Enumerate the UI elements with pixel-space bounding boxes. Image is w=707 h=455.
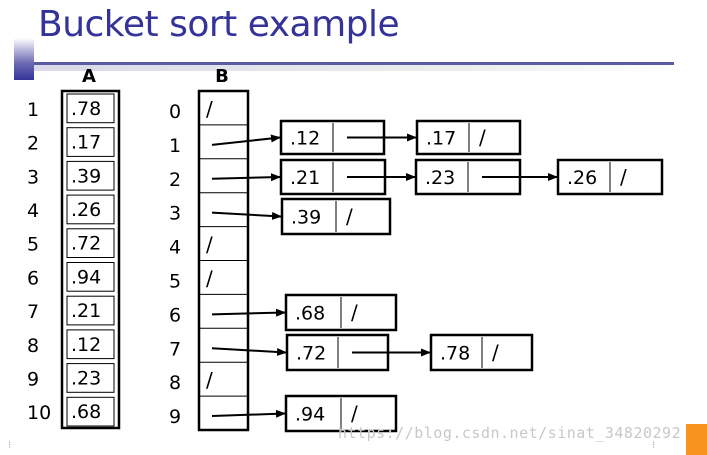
array-a-value: .68 <box>71 401 101 423</box>
array-a-value: .23 <box>71 367 101 389</box>
array-a-value: .26 <box>71 199 101 221</box>
array-a-cell <box>66 194 115 225</box>
array-a-index: 8 <box>27 335 39 357</box>
array-b-index: 6 <box>169 304 181 326</box>
array-b-index: 2 <box>169 169 181 191</box>
list-node-value: .72 <box>296 343 326 365</box>
list-node-value: .12 <box>290 128 320 150</box>
list-null-mark: / <box>620 165 627 189</box>
array-a-value: .72 <box>71 233 101 255</box>
list-node-value: .17 <box>426 128 456 150</box>
array-a-index: 9 <box>27 368 39 390</box>
array-a-cells: 1 .78 2 .17 3 .39 4 .26 5 .72 6 .94 7 .21 8 .12 9 .23 10 .6… <box>27 93 115 427</box>
title-accent-bar <box>14 38 34 80</box>
list-node-value: .23 <box>425 167 455 189</box>
title-rule-shadow <box>34 65 674 71</box>
array-a-cell <box>66 93 115 124</box>
watermark: https://blog.csdn.net/sinat_34820292 <box>338 424 682 442</box>
corner-logo-block <box>686 424 707 455</box>
list-node-value: .26 <box>567 167 597 189</box>
array-a-cell <box>66 160 115 191</box>
list-node-value: .94 <box>295 404 325 426</box>
array-a-cell <box>66 363 115 393</box>
array-b-index: 0 <box>169 101 181 123</box>
array-b-cells: 0 / 1 2 3 4 / 5 / 6 7 8 / 9 <box>169 97 248 428</box>
array-b-index: 5 <box>169 270 181 292</box>
array-a-value: .78 <box>71 98 101 120</box>
array-b-empty-mark: / <box>206 97 213 121</box>
bucket-pointer-arrow <box>211 347 287 356</box>
array-a-cell <box>66 295 115 326</box>
bucket-pointer-arrow <box>211 409 286 418</box>
array-b-index: 8 <box>169 372 181 394</box>
bucket-pointer-arrow <box>211 308 286 317</box>
array-a-cell <box>66 262 115 292</box>
list-null-mark: / <box>346 205 353 229</box>
array-b-index: 9 <box>169 406 181 428</box>
array-a-cell <box>66 127 115 157</box>
title-rule <box>34 62 674 65</box>
array-b-index: 4 <box>169 237 181 259</box>
list-node-value: .78 <box>440 343 470 365</box>
list-node-value: .68 <box>295 303 325 325</box>
array-b-index: 3 <box>169 203 181 225</box>
list-null-mark: / <box>351 301 358 325</box>
list-null-mark: / <box>479 126 486 150</box>
array-b-empty-mark: / <box>206 233 213 257</box>
array-a-index: 2 <box>27 133 39 155</box>
slide-title: Bucket sort example <box>38 4 400 45</box>
list-node-value: .39 <box>291 207 321 229</box>
array-a-index: 10 <box>27 402 51 424</box>
array-a-label: A <box>82 66 96 87</box>
array-a-frame <box>60 89 121 430</box>
array-a-index: 4 <box>27 200 39 222</box>
array-b-empty-mark: / <box>206 266 213 290</box>
bucket-pointer-arrow <box>211 211 282 220</box>
array-a-index: 5 <box>27 234 39 256</box>
corner-mark-right: ⁝ <box>652 440 656 451</box>
array-a-value: .94 <box>71 266 101 288</box>
array-a-index: 1 <box>27 99 39 121</box>
array-a-value: .21 <box>71 300 101 322</box>
list-null-mark: / <box>351 402 358 426</box>
array-a-cell <box>66 329 115 360</box>
array-b-empty-mark: / <box>206 368 213 392</box>
array-a-value: .12 <box>71 334 101 356</box>
array-a-index: 7 <box>27 301 39 323</box>
list-node-value: .21 <box>290 167 320 189</box>
array-a-cell <box>66 228 115 259</box>
bucket-pointer-arrow <box>211 173 281 182</box>
array-b-label: B <box>215 66 229 87</box>
corner-mark-left: ⁝ <box>8 440 12 451</box>
array-b-index: 1 <box>169 135 181 157</box>
array-a-value: .17 <box>71 132 101 154</box>
array-a-index: 6 <box>27 267 39 289</box>
array-a-index: 3 <box>27 166 39 188</box>
bucket-lists: .12 .17 / .21 .23 .26 / .39 / .68 / .72 .78 / .94 / <box>211 119 664 433</box>
array-a-cell <box>66 396 115 427</box>
list-null-mark: / <box>492 341 499 365</box>
array-b-index: 7 <box>169 338 181 360</box>
bucket-pointer-arrow <box>211 134 281 146</box>
array-a-value: .39 <box>71 165 101 187</box>
